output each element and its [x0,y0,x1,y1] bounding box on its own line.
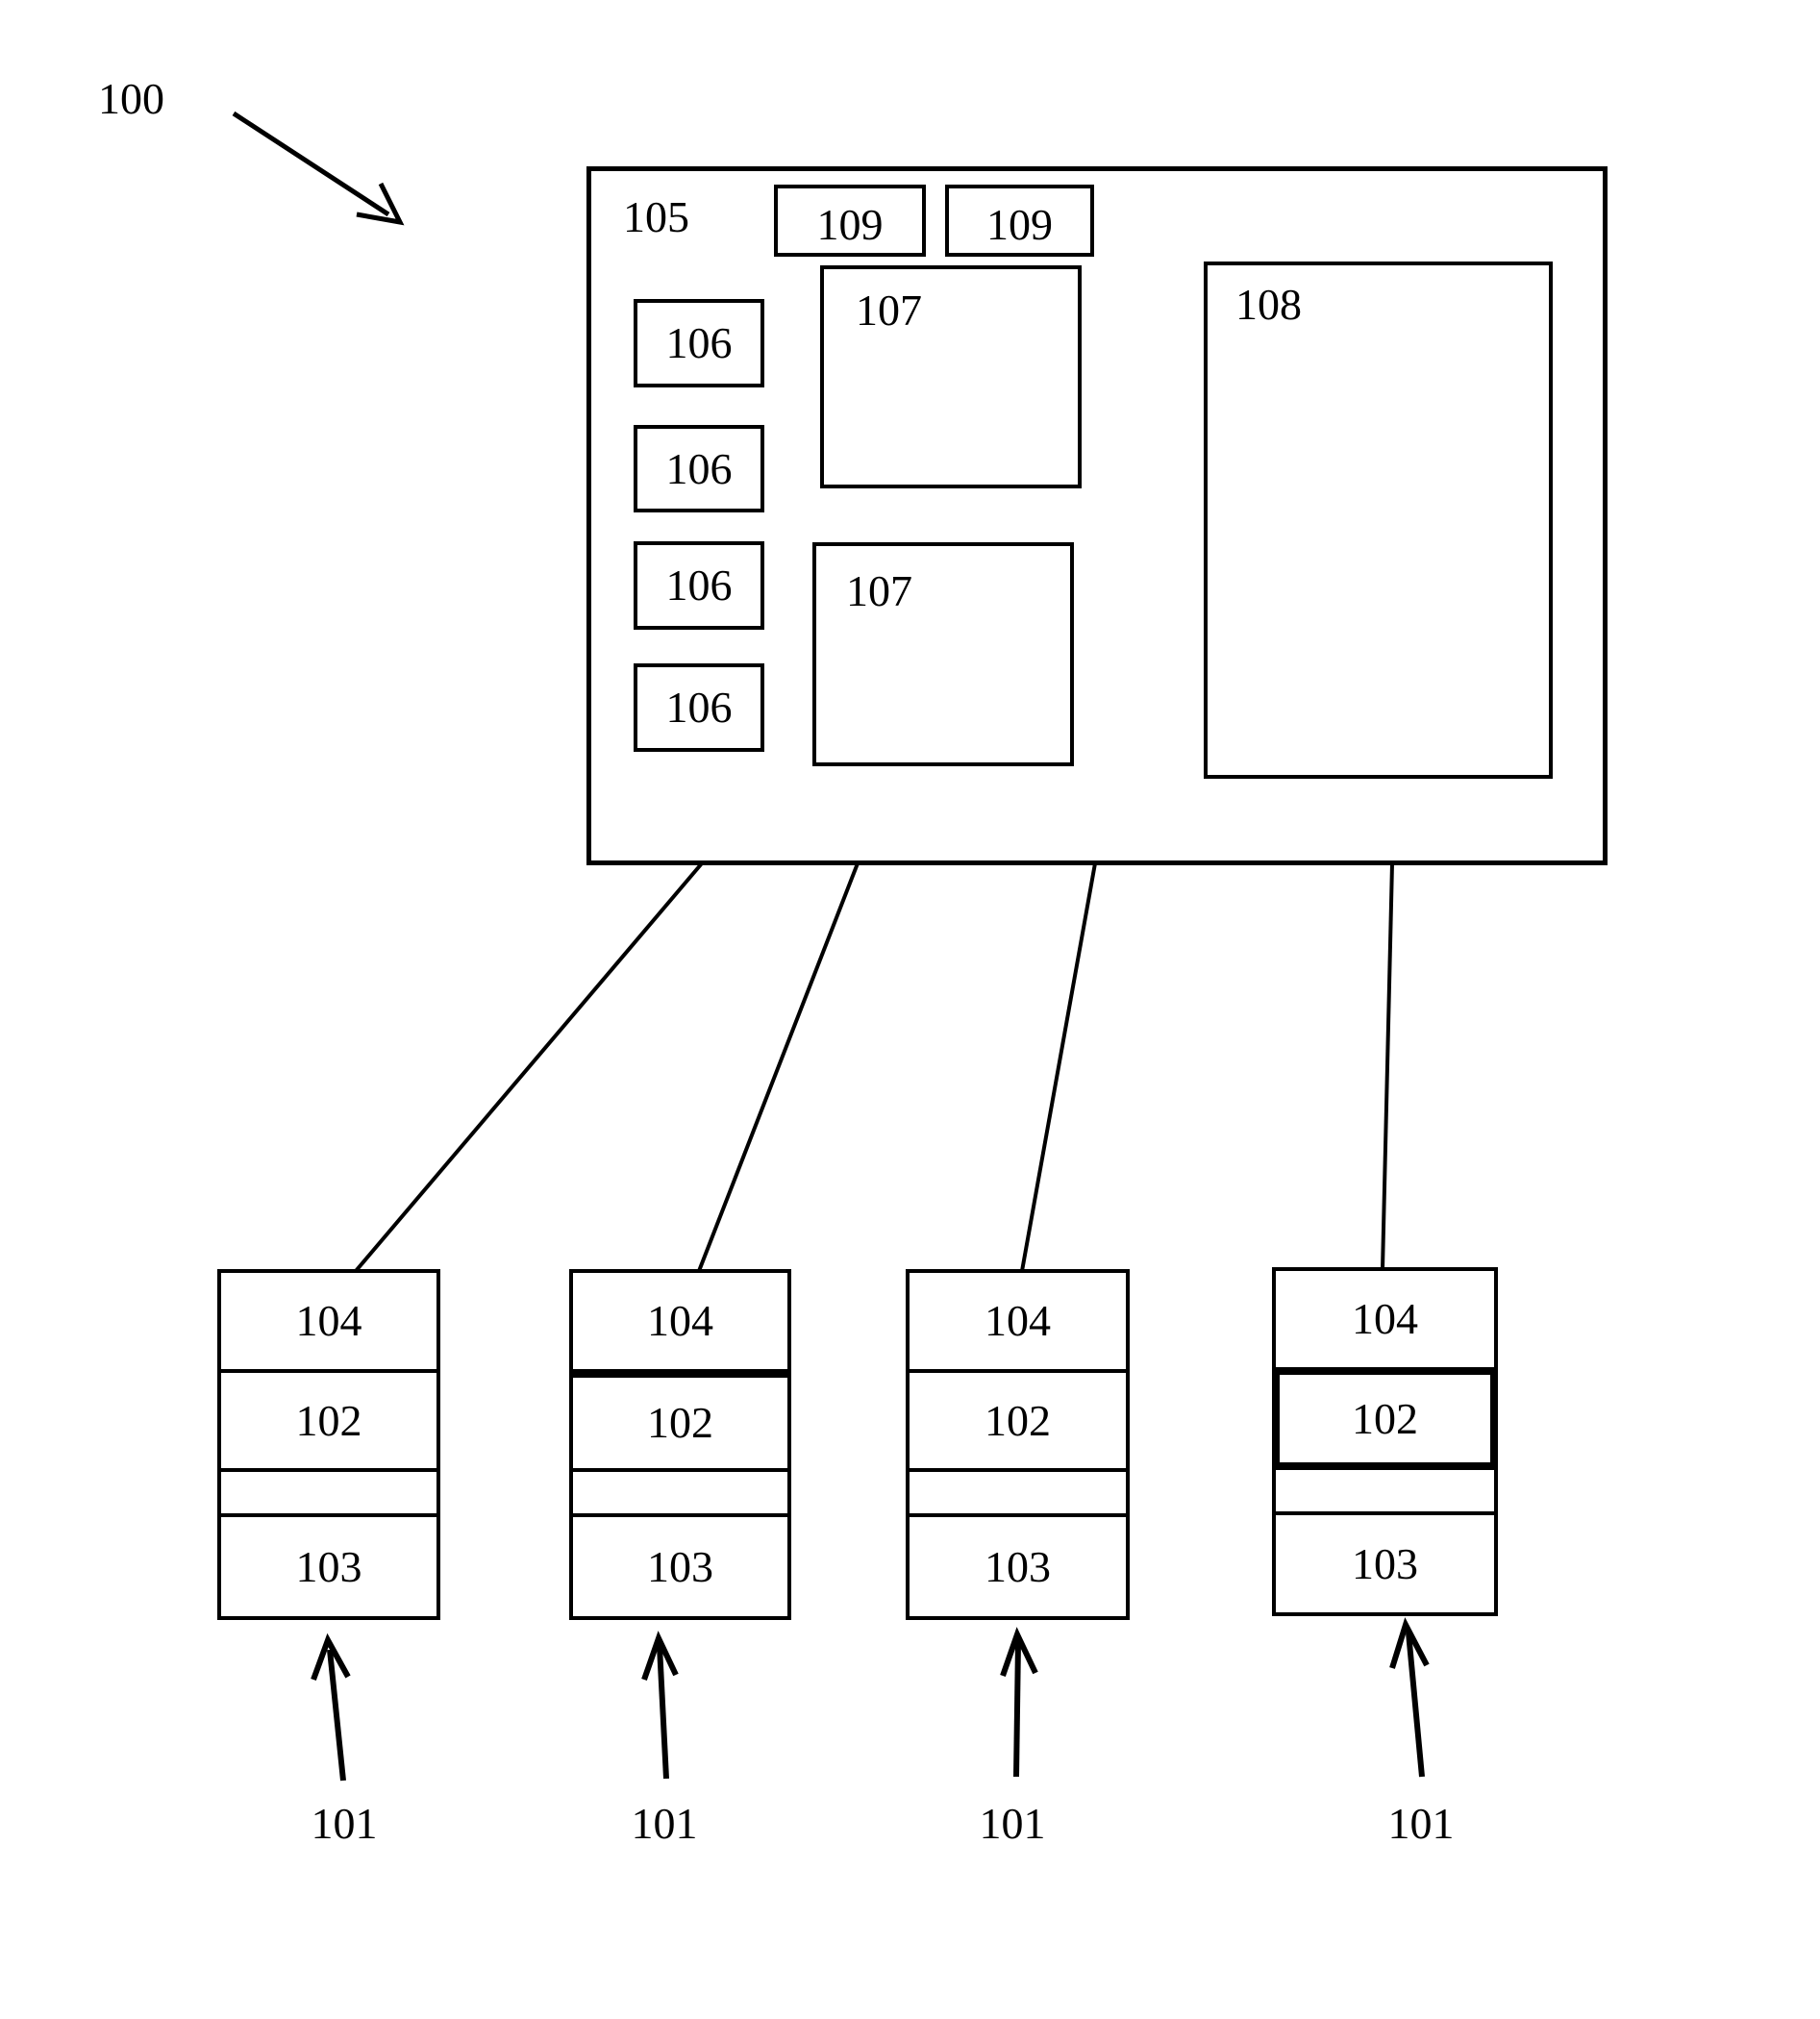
ref-100-arrow-icon [232,111,405,226]
stack-layer-102: 102 [906,1369,1130,1472]
up-arrow-icon-4 [1389,1617,1430,1778]
mid-box-label: 107 [846,566,912,615]
stack-layer-102: 102 [569,1369,791,1472]
module-box-106-4: 106 [634,663,764,752]
stack-layer-label: 102 [647,1398,713,1447]
stack-layer-label: 104 [985,1296,1051,1345]
stack-layer-spacer [906,1468,1130,1517]
stack-layer-spacer [217,1468,440,1517]
stack-layer-102: 102 [1272,1367,1498,1470]
stack-layer-label: 103 [295,1541,362,1591]
stack-layer-label: 103 [985,1541,1051,1591]
module-box-label: 106 [665,561,733,610]
stack-layer-label: 103 [647,1541,713,1591]
port-box-label: 109 [816,199,884,249]
module-box-label: 106 [665,318,733,367]
up-arrow-icon-1 [311,1633,351,1782]
stack-callout-101: 101 [631,1799,698,1848]
stack-layer-104: 104 [569,1269,791,1373]
stack-layer-label: 102 [295,1395,362,1445]
up-arrow-icon-2 [641,1631,679,1780]
figure-reference-label: 100 [98,74,164,123]
stack-3: 104 102 103 [906,1269,1130,1620]
stack-layer-103: 103 [217,1513,440,1620]
stack-layer-103: 103 [1272,1511,1498,1616]
connector-line-1 [354,861,704,1273]
main-box-label: 105 [623,192,689,241]
stack-callout-101: 101 [311,1799,378,1848]
stack-layer-spacer [1272,1466,1498,1515]
stack-layer-label: 104 [647,1296,713,1345]
stack-layer-104: 104 [217,1269,440,1373]
stack-4: 104 102 103 [1272,1267,1498,1616]
port-box-109-b: 109 [945,185,1094,257]
mid-box-107-a: 107 [820,265,1082,488]
stack-layer-label: 102 [1352,1393,1418,1443]
stack-layer-103: 103 [569,1513,791,1620]
stack-1: 104 102 103 [217,1269,440,1620]
stack-layer-104: 104 [1272,1267,1498,1371]
connector-line-4 [1381,862,1394,1270]
stack-2: 104 102 103 [569,1269,791,1620]
stack-layer-label: 104 [295,1296,362,1345]
port-box-label: 109 [986,199,1053,249]
module-box-label: 106 [665,443,733,493]
large-box-label: 108 [1235,280,1302,329]
stack-layer-103: 103 [906,1513,1130,1620]
stack-layer-label: 104 [1352,1294,1418,1343]
large-box-108: 108 [1204,262,1553,779]
mid-box-107-b: 107 [812,542,1074,766]
mid-box-label: 107 [856,286,922,335]
stack-layer-104: 104 [906,1269,1130,1373]
connector-line-3 [1020,862,1097,1272]
stack-layer-102: 102 [217,1369,440,1472]
stack-callout-101: 101 [979,1799,1046,1848]
stack-layer-spacer [569,1468,791,1517]
stack-layer-label: 102 [985,1395,1051,1445]
module-box-106-3: 106 [634,541,764,630]
stack-layer-label: 103 [1352,1538,1418,1588]
module-box-label: 106 [665,683,733,732]
module-box-106-2: 106 [634,425,764,512]
module-box-106-1: 106 [634,299,764,387]
connector-line-2 [697,862,860,1272]
stack-callout-101: 101 [1387,1799,1455,1848]
port-box-109-a: 109 [774,185,926,257]
up-arrow-icon-3 [1000,1627,1038,1778]
